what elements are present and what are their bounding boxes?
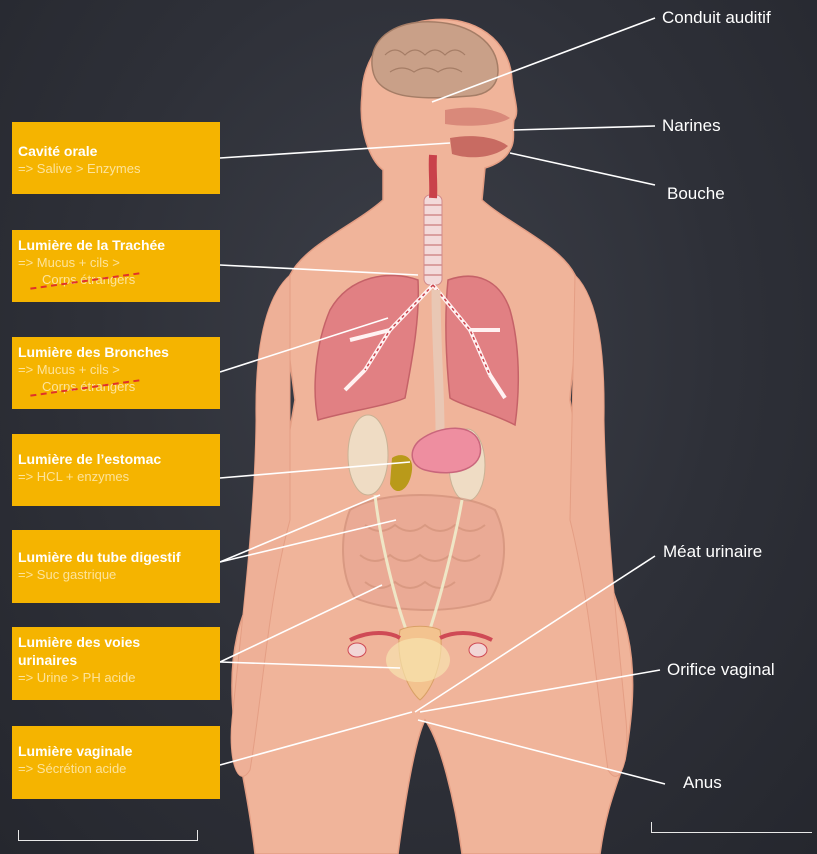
box-title: Lumière des Bronches xyxy=(18,343,214,361)
box-estomac: Lumière de l’estomac => HCL + enzymes xyxy=(12,434,220,506)
box-title: Cavité orale xyxy=(18,142,214,160)
box-text: => HCL + enzymes xyxy=(18,468,214,485)
box-text: => Urine > PH acide xyxy=(18,669,214,686)
box-text: => Salive > Enzymes xyxy=(18,160,214,177)
right-bracket xyxy=(651,822,812,833)
label-meat-urinaire: Méat urinaire xyxy=(663,542,762,562)
box-title: Lumière vaginale xyxy=(18,742,214,760)
box-text: => Sécrétion acide xyxy=(18,760,214,777)
box-tube-digestif: Lumière du tube digestif => Suc gastriqu… xyxy=(12,530,220,603)
box-trachee: Lumière de la Trachée => Mucus + cils > … xyxy=(12,230,220,302)
box-bronches: Lumière des Bronches => Mucus + cils > C… xyxy=(12,337,220,409)
box-title: Lumière de la Trachée xyxy=(18,236,214,254)
box-cavite-orale: Cavité orale => Salive > Enzymes xyxy=(12,122,220,194)
left-ovary xyxy=(348,643,366,657)
right-ovary xyxy=(469,643,487,657)
box-voies-urinaires: Lumière des voies urinaires => Urine > P… xyxy=(12,627,220,700)
esophagus xyxy=(436,290,440,430)
box-text: Corps étrangers xyxy=(18,378,214,395)
box-title: Lumière du tube digestif xyxy=(18,548,214,566)
box-title: Lumière des voies urinaires xyxy=(18,633,168,669)
box-text: => Mucus + cils > xyxy=(18,361,214,378)
label-bouche: Bouche xyxy=(667,184,725,204)
box-text: Corps étrangers xyxy=(18,271,214,288)
label-narines: Narines xyxy=(662,116,721,136)
trachea xyxy=(424,195,442,285)
bladder xyxy=(386,638,450,682)
left-kidney xyxy=(348,415,388,495)
box-text: => Suc gastrique xyxy=(18,566,214,583)
label-anus: Anus xyxy=(683,773,722,793)
label-orifice-vaginal: Orifice vaginal xyxy=(667,660,775,680)
label-conduit-auditif: Conduit auditif xyxy=(662,8,771,28)
left-bracket xyxy=(18,830,198,841)
box-title: Lumière de l’estomac xyxy=(18,450,214,468)
box-text: => Mucus + cils > xyxy=(18,254,214,271)
box-vaginale: Lumière vaginale => Sécrétion acide xyxy=(12,726,220,799)
